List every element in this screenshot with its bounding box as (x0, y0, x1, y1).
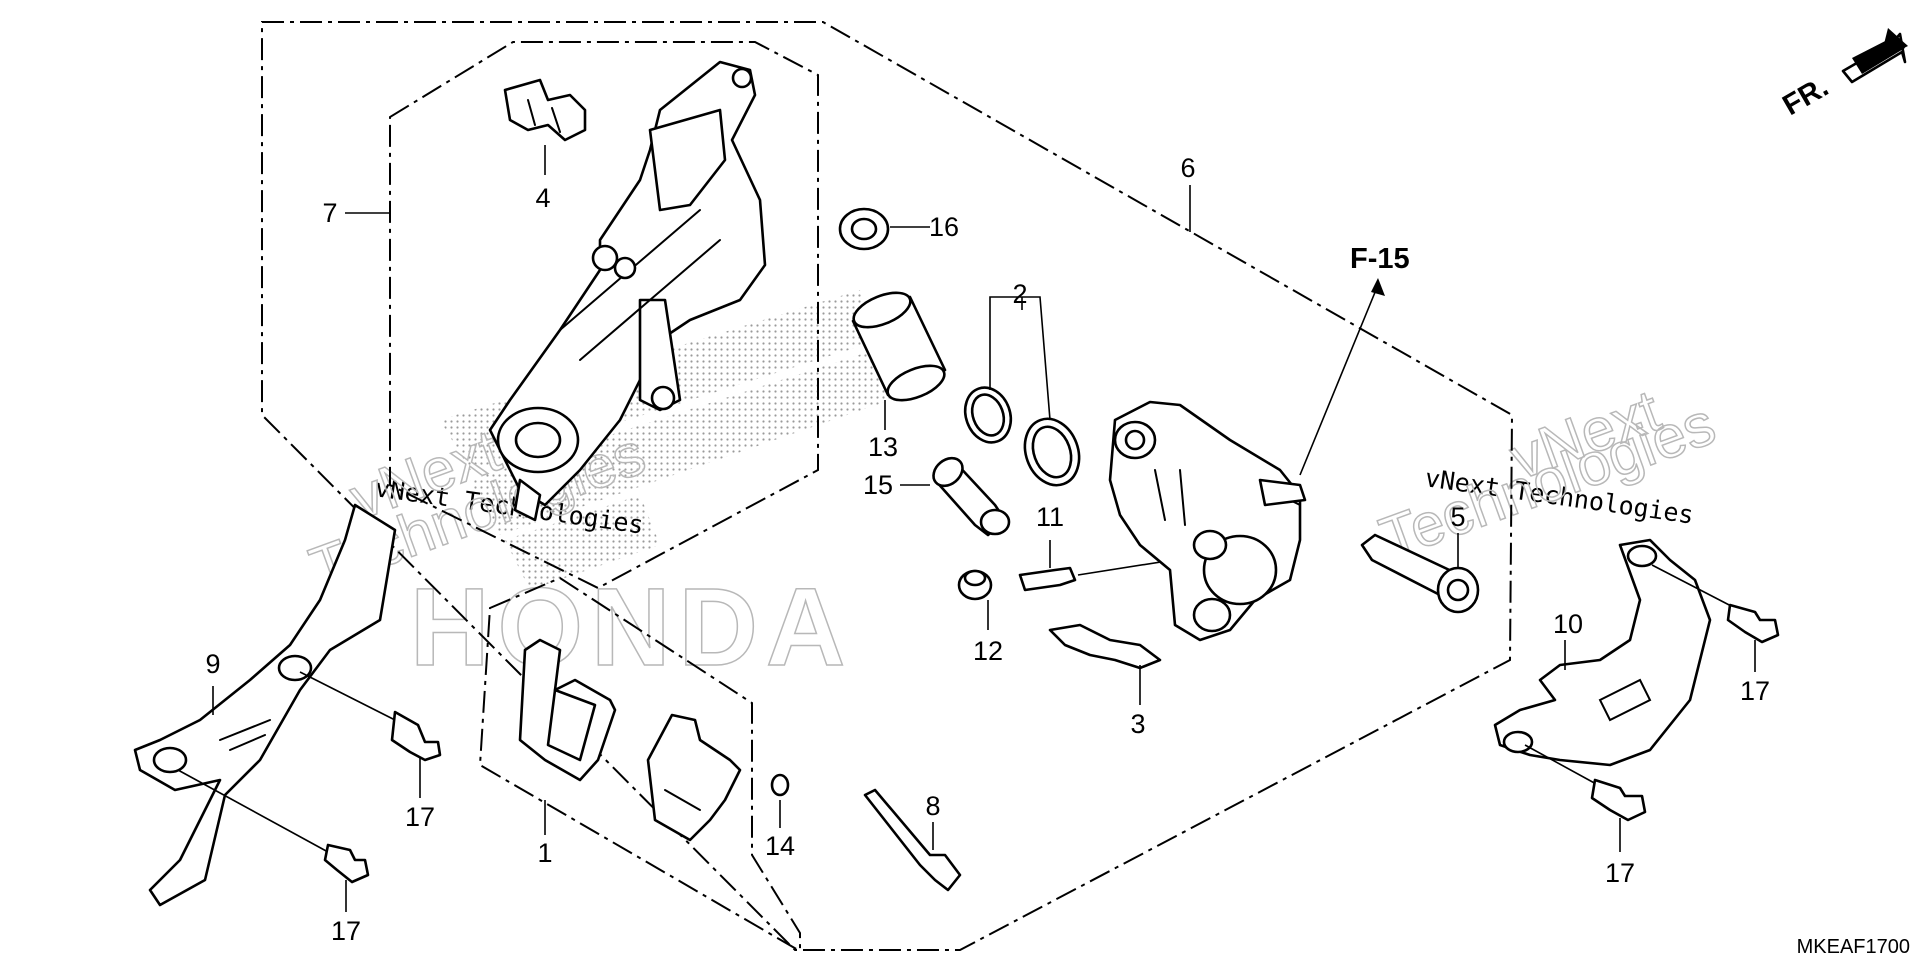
pad-spring-part-4 (503, 78, 587, 175)
guard-part-10 (1493, 538, 1736, 786)
watermark-right: vNext Technologies vNext Technologies (1371, 376, 1725, 573)
bleeder-cap-part-12 (957, 569, 993, 630)
callout-16: 16 (929, 212, 959, 242)
callout-17-left-upper: 17 (405, 802, 435, 832)
assembly-outline-7 (389, 41, 819, 590)
callout-2: 2 (1012, 279, 1027, 309)
bleeder-screw-part-11 (1018, 540, 1206, 592)
front-arrow-head (1880, 28, 1908, 60)
reference-arrow: F-15 (1299, 243, 1410, 476)
washer-part-14 (770, 773, 790, 828)
callouts: 4 7 6 16 2 13 15 11 5 12 3 10 9 17 17 17… (205, 153, 1770, 946)
callout-8: 8 (925, 791, 940, 821)
callout-17-left-lower: 17 (331, 916, 361, 946)
callout-15: 15 (863, 470, 893, 500)
callout-10: 10 (1553, 609, 1583, 639)
front-direction-marker: FR. (1778, 28, 1908, 122)
reference-label: F-15 (1350, 243, 1410, 275)
pad-pin-part-8 (863, 788, 962, 892)
guard-part-9 (133, 503, 397, 907)
callout-17-right-lower: 17 (1605, 858, 1635, 888)
callout-6: 6 (1180, 153, 1195, 183)
callout-17-right-upper: 17 (1740, 676, 1770, 706)
bolt-part-17-c (1726, 603, 1780, 672)
piston-seals-part-2 (963, 296, 1081, 487)
slide-pin-part-5 (1360, 533, 1480, 614)
piston-part-13 (851, 291, 947, 430)
callout-14: 14 (765, 831, 795, 861)
callout-11: 11 (1036, 502, 1064, 532)
pin-part-15 (900, 456, 1011, 537)
pad-retainer-part-3 (1048, 623, 1162, 705)
assembly-outline-6 (261, 21, 1514, 951)
assembly-outline-1 (478, 576, 801, 951)
callout-12: 12 (973, 636, 1003, 666)
caliper-body-part-6 (1108, 400, 1307, 642)
bolt-part-17-d (1590, 778, 1647, 852)
callout-4: 4 (535, 183, 550, 213)
callout-13: 13 (868, 432, 898, 462)
callout-1: 1 (537, 838, 552, 868)
callout-3: 3 (1130, 709, 1145, 739)
brake-pads-part-1 (518, 638, 742, 842)
watermark-brand: HONDA (410, 566, 853, 689)
caliper-bracket-part-7 (488, 60, 767, 522)
pin-boot-part-16 (838, 207, 930, 251)
bolt-part-17-a (390, 710, 442, 798)
callout-5: 5 (1450, 502, 1465, 532)
figure-code: MKEAF1700 (1797, 936, 1910, 958)
front-marker-label: FR. (1778, 71, 1834, 122)
bolt-part-17-b (323, 843, 370, 912)
callout-7: 7 (322, 198, 337, 228)
callout-9: 9 (205, 649, 220, 679)
